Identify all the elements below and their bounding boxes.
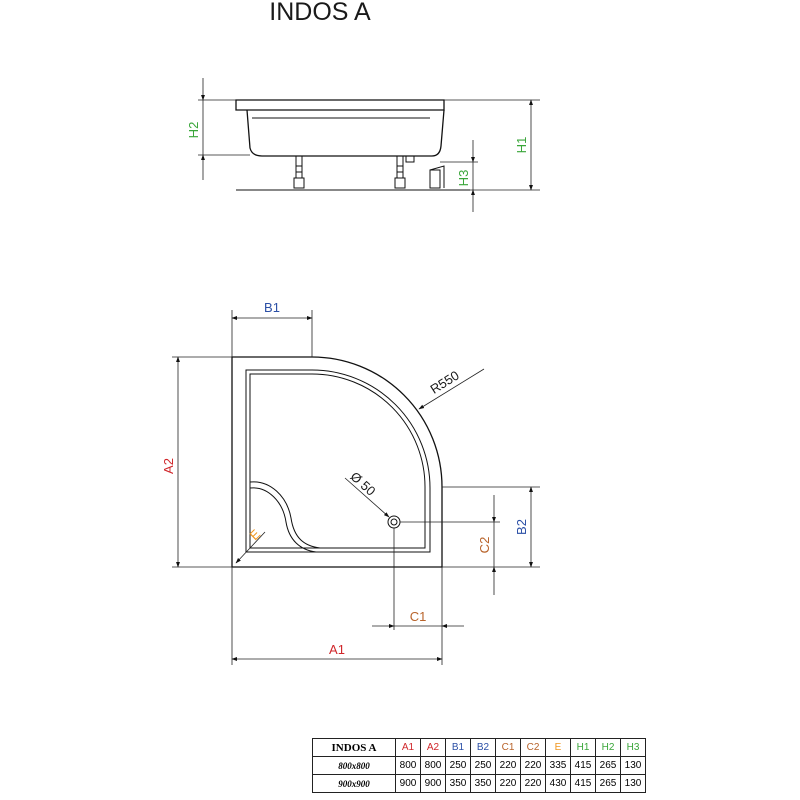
table-col-b1: B1 bbox=[445, 738, 471, 757]
table-cell: 900 bbox=[420, 774, 446, 793]
label-b1: B1 bbox=[264, 300, 280, 315]
tray-rim bbox=[235, 99, 445, 111]
top-view: Ø 50 R550 E B1 A2 A1 B2 C2 bbox=[161, 300, 540, 665]
table-cell: 800 bbox=[420, 756, 446, 775]
table-cell: 220 bbox=[520, 774, 546, 793]
table-cell: 415 bbox=[570, 756, 596, 775]
tray-basin-outer bbox=[245, 369, 431, 553]
table-col-a1: A1 bbox=[395, 738, 421, 757]
label-h1: H1 bbox=[514, 137, 529, 154]
table-cell: 350 bbox=[470, 774, 496, 793]
table-cell: 130 bbox=[620, 774, 646, 793]
table-col-c1: C1 bbox=[495, 738, 521, 757]
table-cell: 250 bbox=[470, 756, 496, 775]
table-col-h3: H3 bbox=[620, 738, 646, 757]
tray-legs bbox=[293, 155, 445, 189]
table-col-e: E bbox=[545, 738, 571, 757]
label-h2: H2 bbox=[186, 122, 201, 139]
table-model-name: INDOS A bbox=[312, 738, 396, 757]
table-cell: 130 bbox=[620, 756, 646, 775]
table-cell: 220 bbox=[495, 774, 521, 793]
drain-hole bbox=[387, 515, 401, 529]
table-cell: 265 bbox=[595, 756, 621, 775]
table-col-a2: A2 bbox=[420, 738, 446, 757]
table-cell: 220 bbox=[520, 756, 546, 775]
radius-arrow bbox=[418, 368, 485, 410]
side-view: H2 H1 H3 bbox=[186, 78, 540, 212]
table-row: 800x800 800 800 250 250 220 220 335 415 … bbox=[312, 756, 646, 775]
label-radius: R550 bbox=[427, 368, 461, 397]
label-e: E bbox=[246, 526, 263, 543]
tray-basin-inner bbox=[249, 373, 426, 549]
table-cell: 350 bbox=[445, 774, 471, 793]
label-b2: B2 bbox=[514, 519, 529, 535]
table-row-size: 900x900 bbox=[312, 774, 396, 793]
drawing-title: INDOS A bbox=[269, 0, 371, 26]
table-cell: 800 bbox=[395, 756, 421, 775]
dimensions-table: INDOS A A1 A2 B1 B2 C1 C2 E H1 H2 H3 800… bbox=[312, 738, 646, 793]
table-row: 900x900 900 900 350 350 220 220 430 415 … bbox=[312, 774, 646, 793]
table-cell: 335 bbox=[545, 756, 571, 775]
drain-arrow bbox=[344, 477, 390, 518]
corner-seat bbox=[249, 481, 321, 549]
tray-body bbox=[246, 109, 445, 157]
table-cell: 415 bbox=[570, 774, 596, 793]
label-a2: A2 bbox=[161, 458, 176, 474]
label-a1: A1 bbox=[329, 642, 345, 657]
table-row-size: 800x800 bbox=[312, 756, 396, 775]
table-cell: 265 bbox=[595, 774, 621, 793]
table-cell: 430 bbox=[545, 774, 571, 793]
table-cell: 250 bbox=[445, 756, 471, 775]
label-h3: H3 bbox=[456, 170, 471, 187]
table-header-row: INDOS A A1 A2 B1 B2 C1 C2 E H1 H2 H3 bbox=[312, 738, 646, 757]
label-c2: C2 bbox=[477, 537, 492, 554]
label-c1: C1 bbox=[410, 609, 427, 624]
table-cell: 220 bbox=[495, 756, 521, 775]
table-col-h2: H2 bbox=[595, 738, 621, 757]
table-col-b2: B2 bbox=[470, 738, 496, 757]
table-col-h1: H1 bbox=[570, 738, 596, 757]
table-cell: 900 bbox=[395, 774, 421, 793]
table-col-c2: C2 bbox=[520, 738, 546, 757]
tray-outer-outline bbox=[231, 356, 443, 568]
e-dimension bbox=[235, 531, 266, 564]
